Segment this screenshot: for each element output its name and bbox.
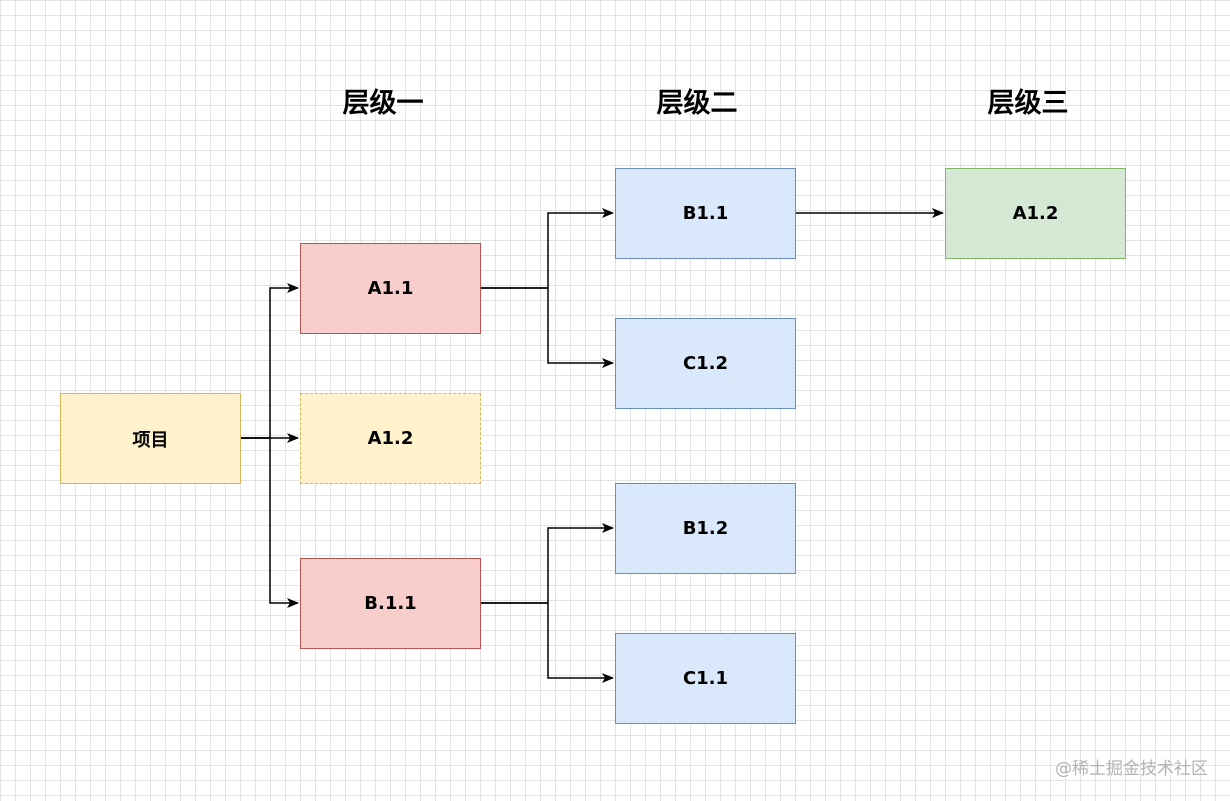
node-c11-label: C1.1 (682, 668, 729, 689)
node-b12[interactable]: B1.2 (615, 483, 796, 574)
edge-b11dot-to-c11 (481, 602, 614, 683)
level-three-title: 层级三 (987, 88, 1069, 119)
node-project[interactable]: 项目 (60, 393, 241, 484)
node-a11[interactable]: A1.1 (300, 243, 481, 334)
edge-project-to-a11 (241, 283, 299, 439)
edge-a11-to-b11 (481, 208, 614, 289)
node-c11[interactable]: C1.1 (615, 633, 796, 724)
edge-b11dot-to-b12 (481, 523, 614, 604)
node-a12-pending-label: A1.2 (367, 428, 414, 449)
node-a12-pending[interactable]: A1.2 (300, 393, 481, 484)
node-project-label: 项目 (132, 429, 169, 451)
node-a12-final-label: A1.2 (1012, 203, 1059, 224)
watermark: @稀土掘金技术社区 (1055, 759, 1208, 779)
level-one-title: 层级一 (342, 88, 424, 119)
node-b11-label: B1.1 (682, 203, 729, 224)
node-b11[interactable]: B1.1 (615, 168, 796, 259)
level-two-title: 层级二 (656, 88, 738, 119)
node-b11-dot-label: B.1.1 (364, 593, 417, 614)
node-a12-final[interactable]: A1.2 (945, 168, 1126, 259)
node-b12-label: B1.2 (682, 518, 729, 539)
edge-project-to-b11dot (241, 437, 299, 608)
node-b11-dot[interactable]: B.1.1 (300, 558, 481, 649)
node-c12-label: C1.2 (682, 353, 729, 374)
edge-a11-to-c12 (481, 287, 614, 368)
node-c12[interactable]: C1.2 (615, 318, 796, 409)
node-a11-label: A1.1 (367, 278, 414, 299)
